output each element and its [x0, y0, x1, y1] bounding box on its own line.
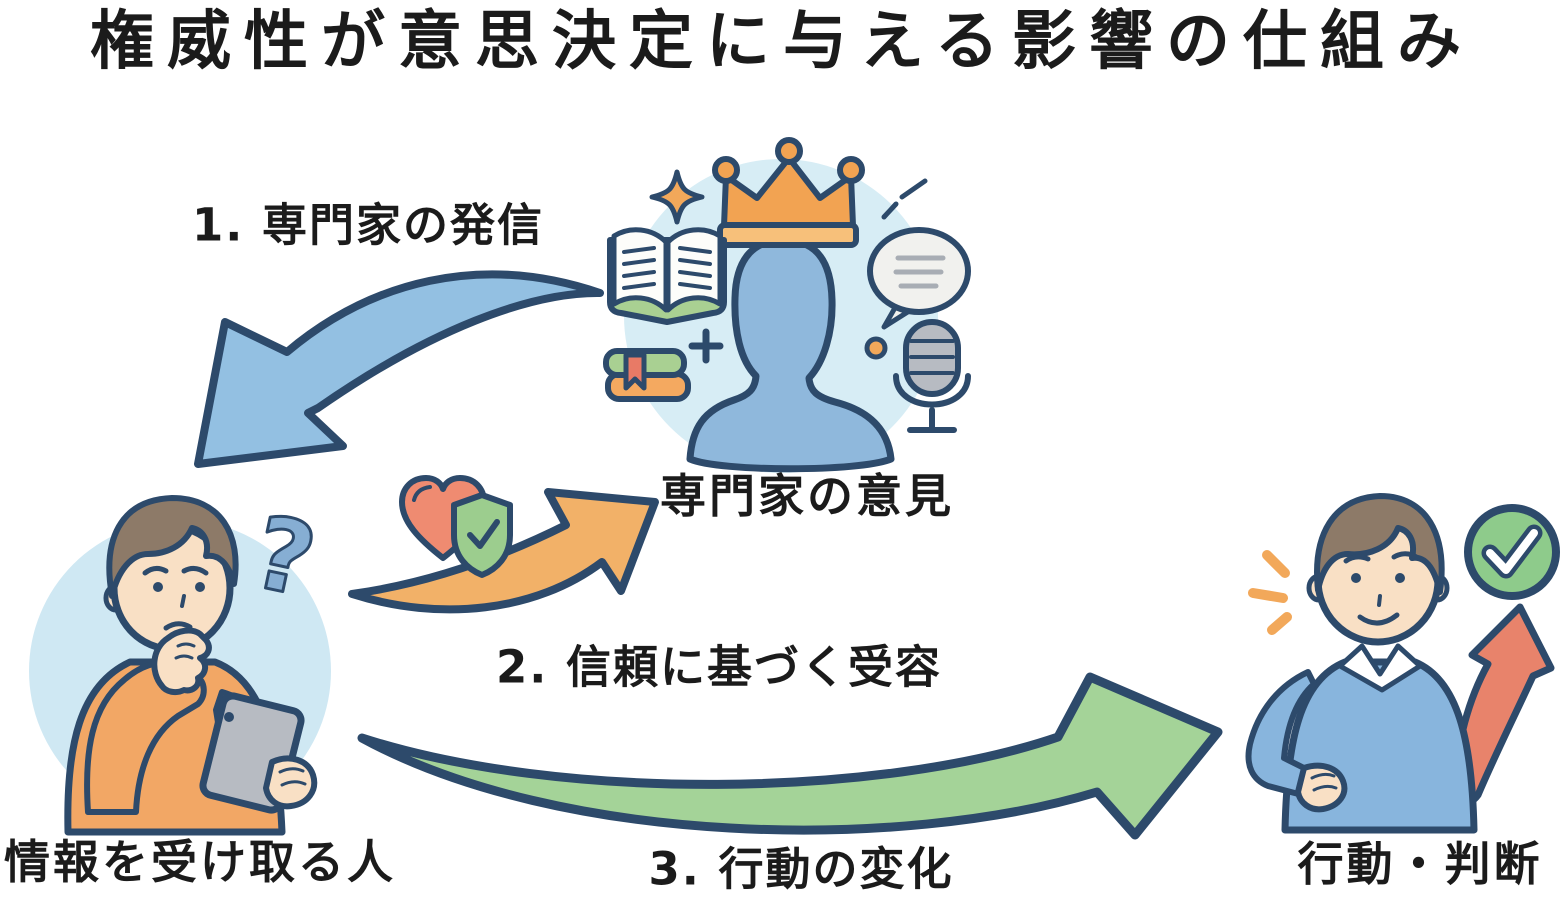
speech-bubble-icon — [867, 227, 971, 330]
outcome-label: 行動・判断 — [1297, 837, 1543, 891]
orange-dot — [864, 336, 888, 360]
microphone-icon — [893, 319, 971, 433]
check-circle-icon — [1464, 504, 1560, 600]
open-book-icon — [607, 227, 727, 325]
decision-collar — [1337, 643, 1423, 693]
receiver-hair — [106, 495, 239, 599]
decision-hair — [1314, 493, 1445, 595]
expert-silhouette — [686, 236, 895, 473]
emphasis-dashes-expert — [881, 178, 928, 220]
step3-green-arrow — [357, 672, 1223, 840]
step1-label: 1. 専門家の発信 — [191, 198, 545, 252]
step2-label: 2. 信頼に基づく受容 — [495, 640, 943, 694]
receiver-label: 情報を受け取る人 — [4, 835, 396, 889]
expert-figure — [603, 137, 971, 473]
diagram-title: 権威性が意思決定に与える影響の仕組み — [89, 5, 1475, 79]
plus-icon — [688, 328, 724, 364]
crown-icon — [712, 137, 865, 248]
step3-label: 3. 行動の変化 — [648, 842, 954, 896]
step2-orange-arrow — [348, 488, 659, 614]
heart-shield-icon — [399, 475, 513, 578]
sparkle-icon — [649, 169, 705, 225]
step1-blue-arrow — [194, 270, 604, 468]
receiver-hand-chin — [151, 627, 212, 696]
books-stack-icon — [603, 348, 691, 402]
decision-person — [1245, 493, 1560, 834]
shield-check-icon — [451, 492, 513, 578]
emphasis-dashes-icon — [1248, 550, 1292, 635]
receiver-person: ? — [64, 492, 327, 836]
expert-label: 専門家の意見 — [660, 469, 954, 523]
